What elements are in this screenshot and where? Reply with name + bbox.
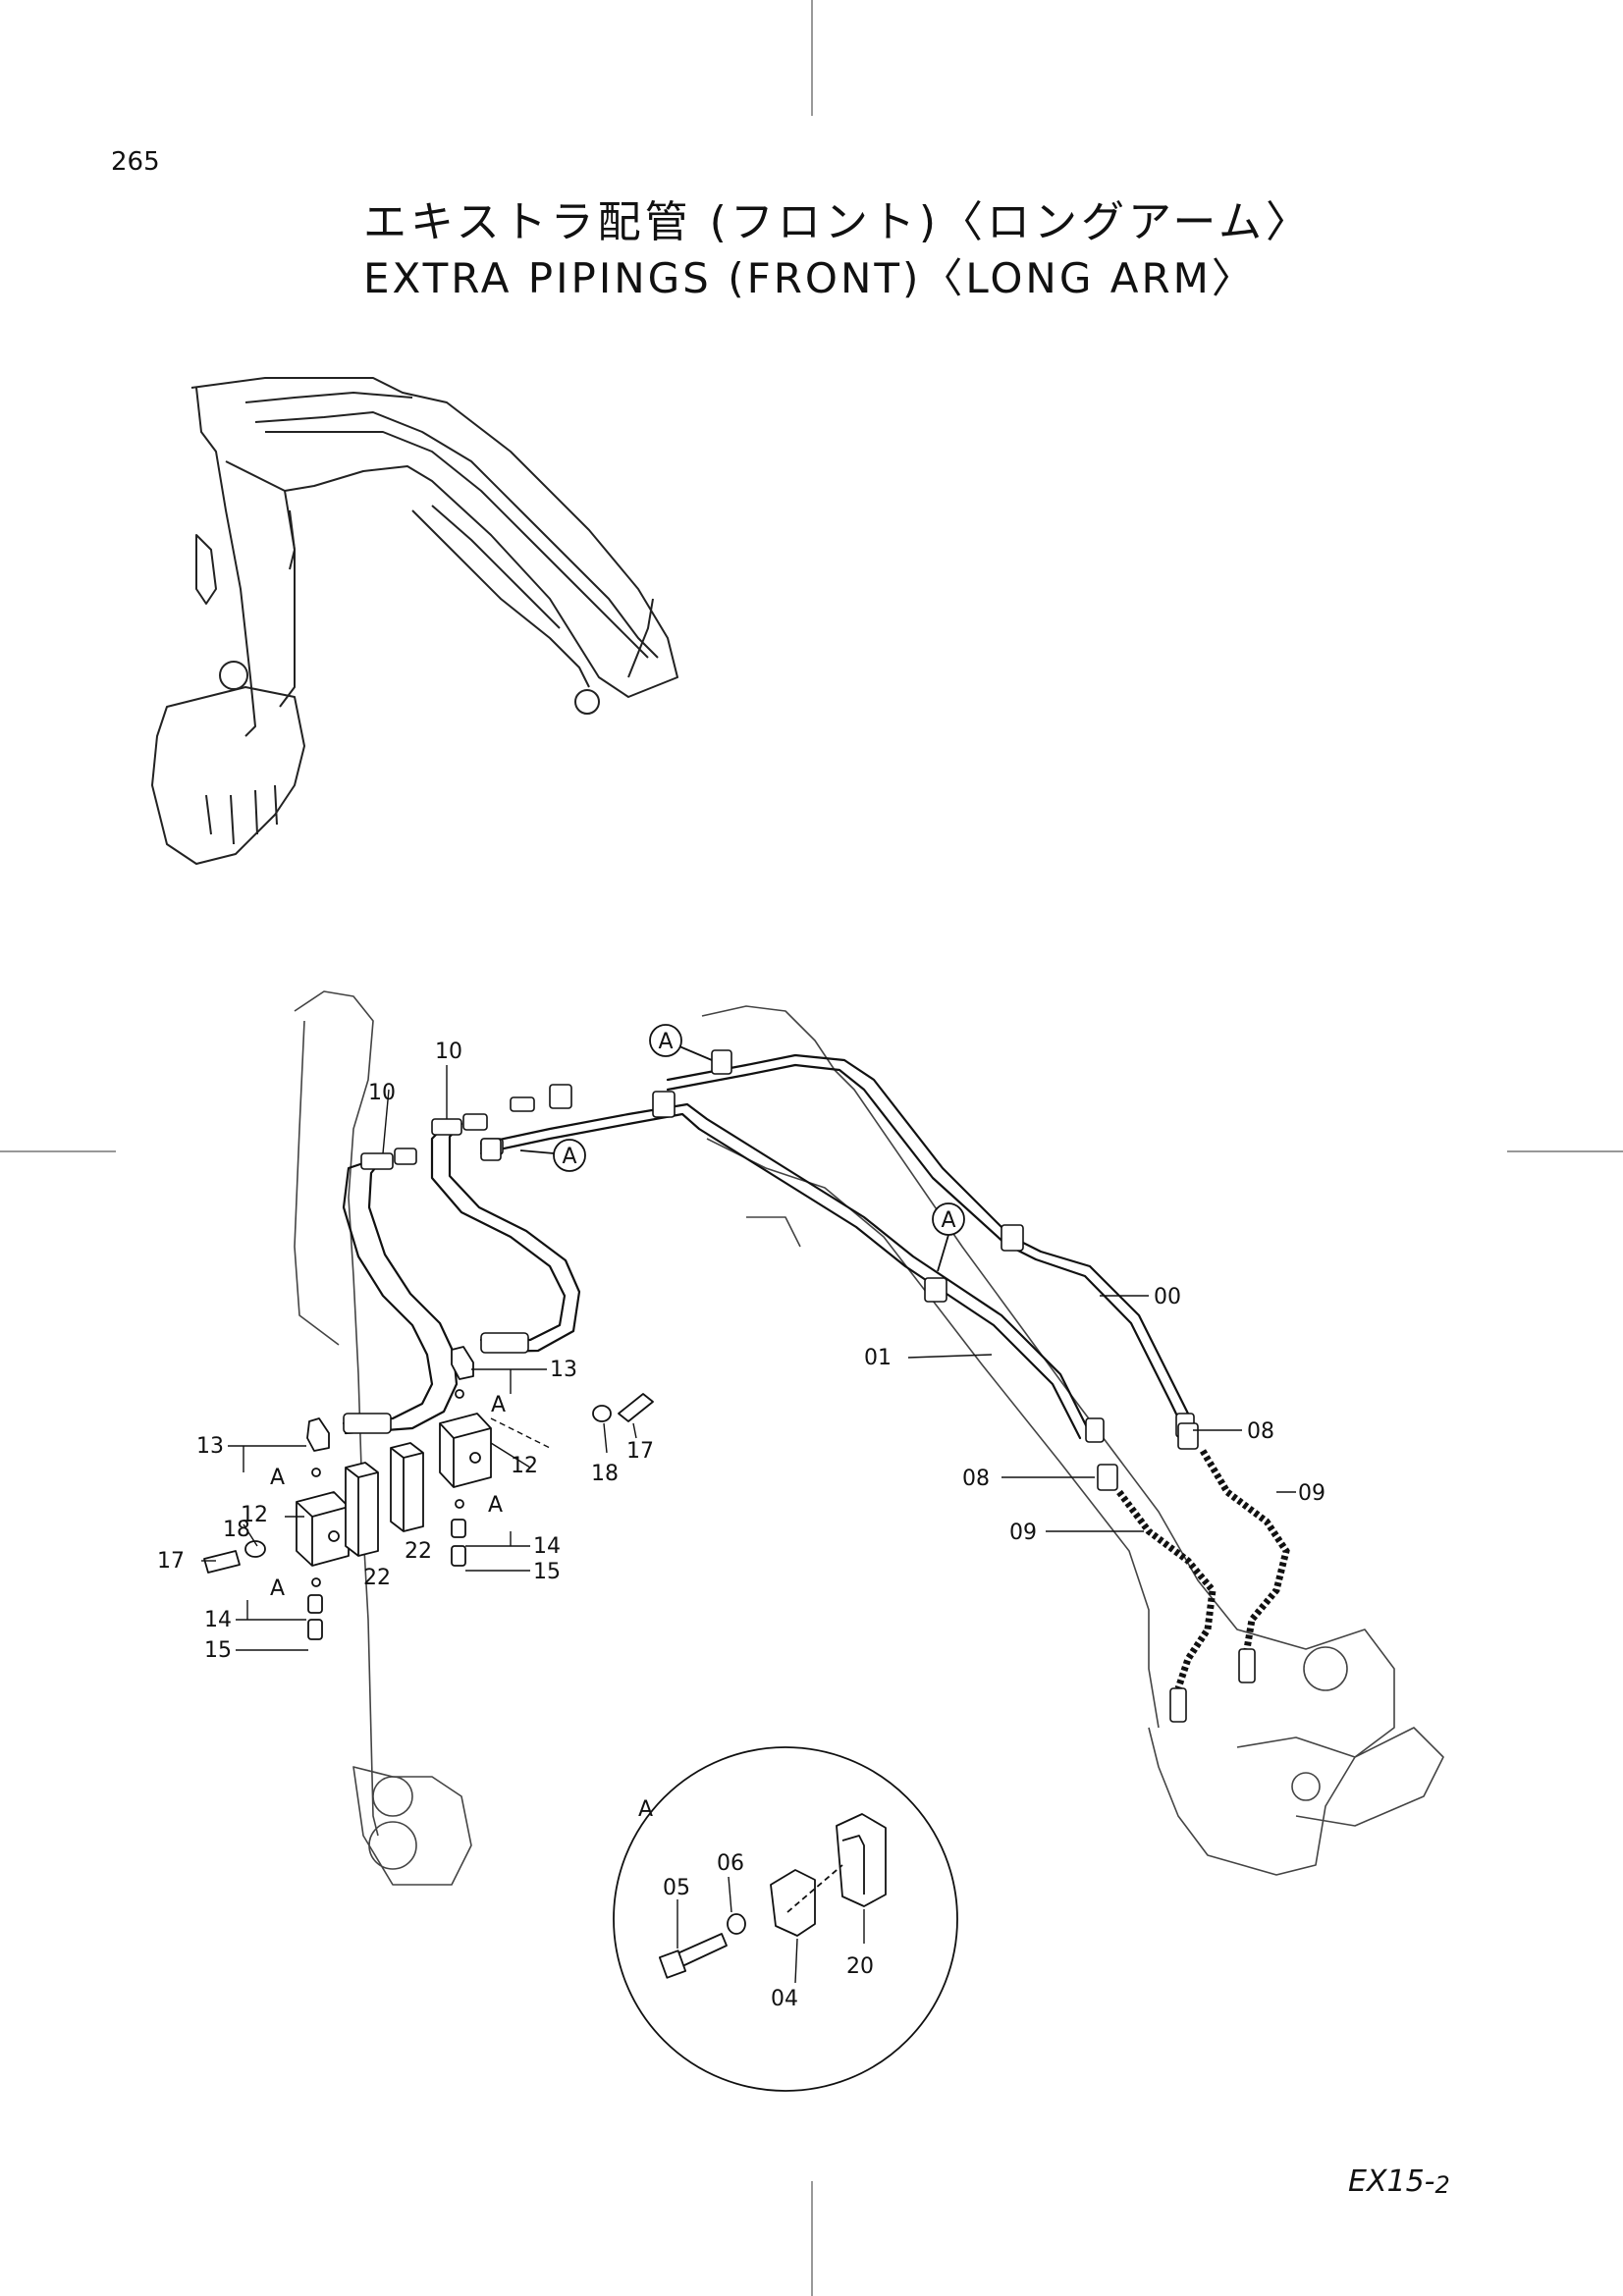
label-part-15-right: 15 bbox=[533, 1560, 561, 1584]
detail-a-parts bbox=[658, 1813, 887, 1979]
label-part-20: 20 bbox=[846, 1954, 874, 1979]
part-labels: 00 01 08 08 09 09 10 10 13 13 A A 12 12 … bbox=[157, 1040, 1325, 2011]
title-japanese: エキストラ配管 (フロント)〈ロングアーム〉 bbox=[363, 197, 1314, 247]
label-part-00: 00 bbox=[1154, 1285, 1181, 1309]
label-part-22-right: 22 bbox=[405, 1539, 432, 1564]
spiral-hose-ends bbox=[1169, 1648, 1256, 1723]
arm-outline bbox=[294, 990, 1444, 1886]
label-part-14-right: 14 bbox=[533, 1534, 561, 1559]
page-number: 265 bbox=[111, 147, 160, 177]
document-code-suffix: 2 bbox=[1434, 2171, 1450, 2199]
marker-letters: A A A bbox=[562, 1030, 955, 1233]
label-part-10-left: 10 bbox=[368, 1081, 396, 1105]
label-part-06: 06 bbox=[717, 1851, 744, 1876]
label-part-08-right: 08 bbox=[1247, 1419, 1274, 1444]
label-part-13-right: 13 bbox=[550, 1358, 577, 1382]
label-part-09-left: 09 bbox=[1009, 1521, 1037, 1545]
fittings-group bbox=[203, 1346, 654, 1640]
detail-a-leaders bbox=[676, 1876, 865, 1984]
label-a-right-lower: A bbox=[488, 1493, 503, 1518]
label-part-12-right: 12 bbox=[511, 1454, 538, 1478]
document-code: EX15-2 bbox=[1348, 2164, 1450, 2199]
pipe-lines bbox=[342, 1053, 1195, 1440]
label-part-09-right: 09 bbox=[1298, 1481, 1325, 1506]
label-detail-a: A bbox=[638, 1797, 653, 1822]
overview-illustration bbox=[151, 377, 678, 865]
label-part-17-left: 17 bbox=[157, 1549, 185, 1574]
title-english: EXTRA PIPINGS (FRONT)〈LONG ARM〉 bbox=[363, 254, 1256, 302]
detail-marker-a-3: A bbox=[941, 1208, 955, 1233]
leader-lines bbox=[201, 1065, 1296, 1651]
label-part-12-left: 12 bbox=[241, 1503, 268, 1527]
label-part-22-left: 22 bbox=[363, 1566, 391, 1590]
label-a-left-upper: A bbox=[270, 1466, 285, 1490]
document-code-text: EX15- bbox=[1348, 2164, 1435, 2199]
label-part-17-right: 17 bbox=[626, 1439, 654, 1464]
label-part-10-upper: 10 bbox=[435, 1040, 462, 1064]
label-part-18-left: 18 bbox=[223, 1518, 250, 1542]
label-part-05: 05 bbox=[663, 1876, 690, 1900]
detail-markers bbox=[519, 1024, 965, 1272]
label-part-04: 04 bbox=[771, 1987, 798, 2011]
label-part-18-right: 18 bbox=[591, 1462, 619, 1486]
label-a-left-lower: A bbox=[270, 1576, 285, 1601]
label-a-right-upper: A bbox=[491, 1393, 506, 1417]
label-part-14-left: 14 bbox=[204, 1608, 232, 1632]
label-part-15-left: 15 bbox=[204, 1638, 232, 1663]
detail-a-circle bbox=[613, 1746, 958, 2092]
spiral-hoses bbox=[1116, 1449, 1290, 1690]
detail-marker-a-1: A bbox=[658, 1030, 673, 1054]
label-part-08-left: 08 bbox=[962, 1467, 990, 1491]
pipe-clamps bbox=[480, 1049, 1024, 1303]
label-part-13-left: 13 bbox=[196, 1434, 224, 1459]
label-part-01: 01 bbox=[864, 1346, 892, 1370]
detail-marker-a-2: A bbox=[562, 1145, 576, 1169]
